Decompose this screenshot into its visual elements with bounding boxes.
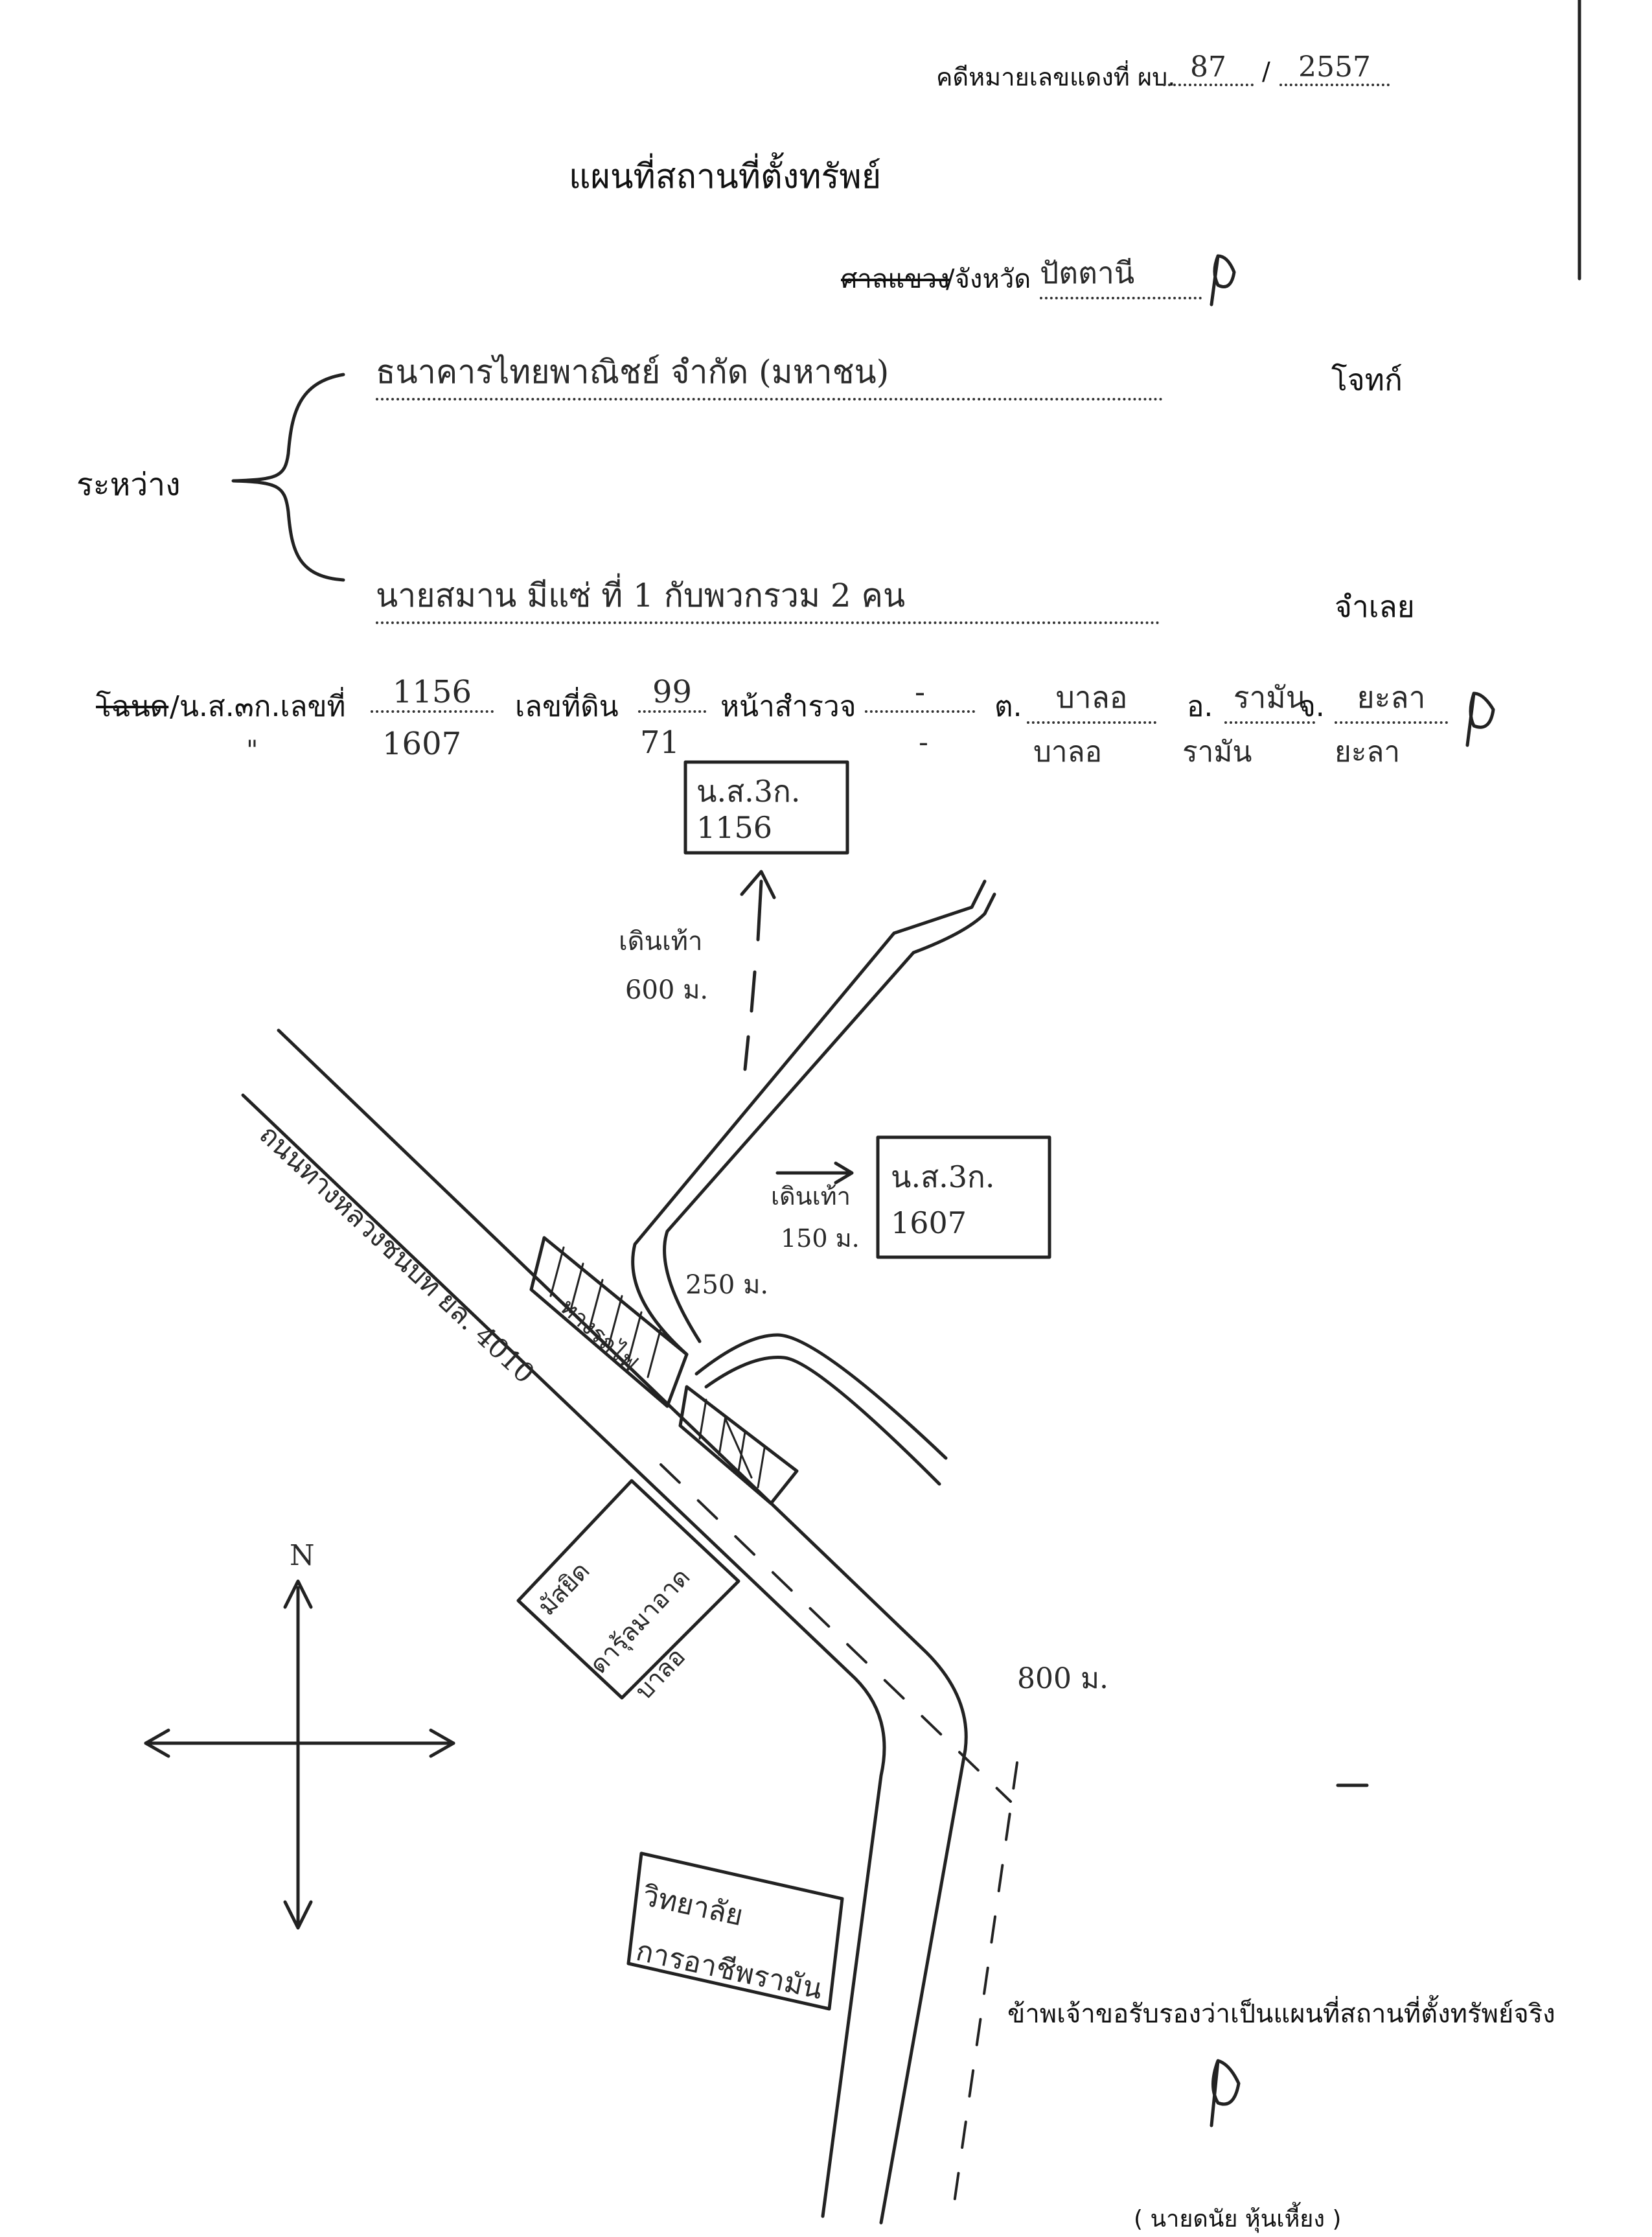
land-number-2: 71 [640,724,680,761]
plaintiff-name: ธนาคารไทยพาณิชย์ จำกัด (มหาชน) [376,347,1163,400]
province-label: จ. [1299,690,1325,723]
property-box-1607 [876,1135,1051,1259]
deed-number-2: 1607 [382,726,462,762]
compass [144,1579,455,1930]
land-number-label: เลขที่ดิน [515,690,619,723]
mosque-box [516,1479,740,1700]
deed-type-label: /น.ส.๓ก.เลขที่ [170,690,346,723]
court-label: /จังหวัด [946,264,1031,294]
walk-distance-1-label: เดินเท้า [619,927,703,956]
subdistrict-1: บาลอ [1027,674,1156,724]
between-label: ระหว่าง [76,467,181,503]
land-number-1: 99 [638,674,706,713]
case-number-label: คดีหมายเลขแดงที่ ผบ. [936,63,1176,91]
court-value: ปัตตานี [1040,249,1202,299]
survey-page-2: - [919,726,928,759]
walk-distance-1-value: 600 ม. [625,975,709,1005]
walk-arrow-2 [775,1161,854,1185]
walk-distance-2-label: เดินเท้า [771,1182,851,1211]
defendant-name: นายสมาน มีแซ่ ที่ 1 กับพวกรวม 2 คน [376,570,1160,624]
certification-text: ข้าพเจ้าขอรับรองว่าเป็นแผนที่สถานที่ตั้ง… [1007,1999,1555,2029]
walk-distance-2-value: 150 ม. [781,1224,860,1253]
district-1: รามัน [1224,674,1315,724]
district-label: อ. [1187,690,1213,723]
signer-name: ( นายดนัย หุ้นเหี้ยง ) [1134,2206,1342,2232]
deed-type-struck: โฉนด [96,690,169,723]
survey-page-label: หน้าสำรวจ [720,690,856,723]
signature-deed [1465,691,1495,747]
district-2: รามัน [1182,736,1252,769]
case-number-value: 87 [1163,51,1254,86]
case-year-value: 2557 [1279,51,1390,86]
province-1: ยะลา [1335,674,1448,724]
distance-800: 800 ม. [1017,1662,1108,1695]
property-box-1156 [683,760,849,855]
distance-250: 250 ม. [685,1270,769,1300]
signature-certify [1210,2059,1241,2127]
page-title: แผนที่สถานที่ตั้งทรัพย์ [569,157,882,196]
railway-band [529,1236,799,1505]
property-1156-type: น.ส.3ก. [696,774,801,809]
north-label: N [290,1539,315,1572]
deed-number-1: 1156 [371,674,494,713]
subdistrict-2: บาลอ [1033,736,1103,769]
defendant-label: จำเลย [1335,589,1415,624]
province-2: ยะลา [1335,736,1401,769]
branch-road [631,879,996,1486]
signature-court [1210,254,1236,307]
college-box [626,1851,844,2011]
subdistrict-label: ต. [994,690,1022,723]
plaintiff-label: โจทก์ [1331,362,1403,397]
court-prefix-struck: ศาลแขวง [841,264,950,294]
case-number-separator: / [1262,57,1270,86]
property-1156-number: 1156 [696,810,773,845]
party-brace [231,373,345,582]
property-1607-number: 1607 [891,1205,967,1240]
ditto-mark: " [246,736,258,765]
main-road [241,1028,1018,2225]
walk-arrow-1 [740,870,776,1071]
survey-page-1: - [865,674,975,713]
property-1607-type: น.ส.3ก. [891,1159,995,1194]
